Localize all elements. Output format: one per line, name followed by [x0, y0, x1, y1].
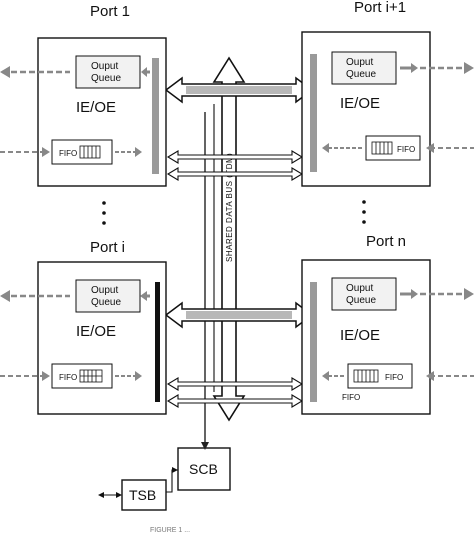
ellipsis-left	[102, 201, 106, 225]
port-i-queue-line1: Ouput	[91, 285, 118, 296]
port-i1-output-arrowhead	[464, 62, 474, 74]
bottom-bus-shading	[186, 311, 292, 319]
tsb-label: TSB	[129, 487, 156, 503]
port-n-input-arrowhead	[426, 371, 434, 381]
port-i1-bus-interface	[310, 54, 317, 172]
port-i-output-queue	[75, 279, 141, 313]
tsb-scb-link	[166, 469, 178, 493]
port-1-input-arrowhead	[42, 147, 50, 157]
port-i-ieoe: IE/OE	[76, 323, 116, 340]
port-i1-fifo	[365, 135, 421, 161]
port-1-output-arrowhead	[0, 66, 10, 78]
shared-data-bus: SHARED DATA BUS (TDM)	[212, 56, 246, 422]
port-i1-fifo-cells	[371, 141, 393, 155]
scb-box	[177, 447, 231, 491]
port-i-output-arrowhead	[0, 290, 10, 302]
port-i-fifo-cells	[79, 369, 103, 383]
port-1-title: Port 1	[90, 3, 130, 20]
scb-label: SCB	[189, 461, 218, 477]
port-i-plus-1: Port i+1 Ouput Queue IE/OE FIFO	[301, 0, 474, 187]
port-i-queue-line2: Queue	[91, 297, 121, 308]
port-i1-input-arrowhead	[426, 143, 434, 153]
port-i-title: Port i	[90, 239, 125, 256]
port-1-fifo-label: FIFO	[59, 149, 77, 158]
port-n-output-queue	[331, 277, 397, 311]
tsb-block: TSB	[121, 479, 167, 511]
port-1-fifo-cells	[79, 145, 101, 159]
port-n-title: Port n	[366, 233, 406, 250]
port-1: Port 1 Ouput Queue IE/OE FIFO	[0, 3, 167, 187]
port-1-ieoe: IE/OE	[76, 99, 116, 116]
port-i1-ieoe: IE/OE	[340, 95, 380, 112]
scb-block: SCB	[177, 447, 231, 491]
port-n: Port n Ouput Queue IE/OE FIFO FIFO	[301, 233, 474, 415]
port-n-fifo-cells	[353, 369, 379, 383]
port-n-ieoe: IE/OE	[340, 327, 380, 344]
port-n-fifo-label: FIFO	[385, 373, 403, 382]
port-n-bus-interface	[310, 282, 317, 402]
port-n-fifo-outside-label: FIFO	[342, 393, 360, 402]
port-n-queue-line2: Queue	[346, 295, 376, 306]
port-1-queue-line1: Ouput	[91, 61, 118, 72]
port-i1-queue-line2: Queue	[346, 69, 376, 80]
port-i-fifo-label: FIFO	[59, 373, 77, 382]
port-1-bus-interface	[152, 58, 159, 174]
port-n-queue-line1: Ouput	[346, 283, 373, 294]
figure-caption: FIGURE 1 ...	[150, 527, 190, 534]
port-i1-output-queue	[331, 51, 397, 85]
port-i-input-arrowhead	[42, 371, 50, 381]
port-n-output-arrowhead	[464, 288, 474, 300]
port-1-queue-line2: Queue	[91, 73, 121, 84]
port-1-output-queue	[75, 55, 141, 89]
port-i: Port i Ouput Queue IE/OE FIFO	[0, 239, 167, 415]
shared-data-bus-label: SHARED DATA BUS (TDM)	[225, 153, 234, 262]
port-i1-fifo-label: FIFO	[397, 145, 415, 154]
port-i-bus-interface	[155, 282, 160, 402]
port-i1-title: Port i+1	[354, 0, 406, 16]
ellipsis-right	[362, 200, 366, 224]
port-i1-queue-line1: Ouput	[346, 57, 373, 68]
top-bus-shading	[186, 86, 292, 94]
